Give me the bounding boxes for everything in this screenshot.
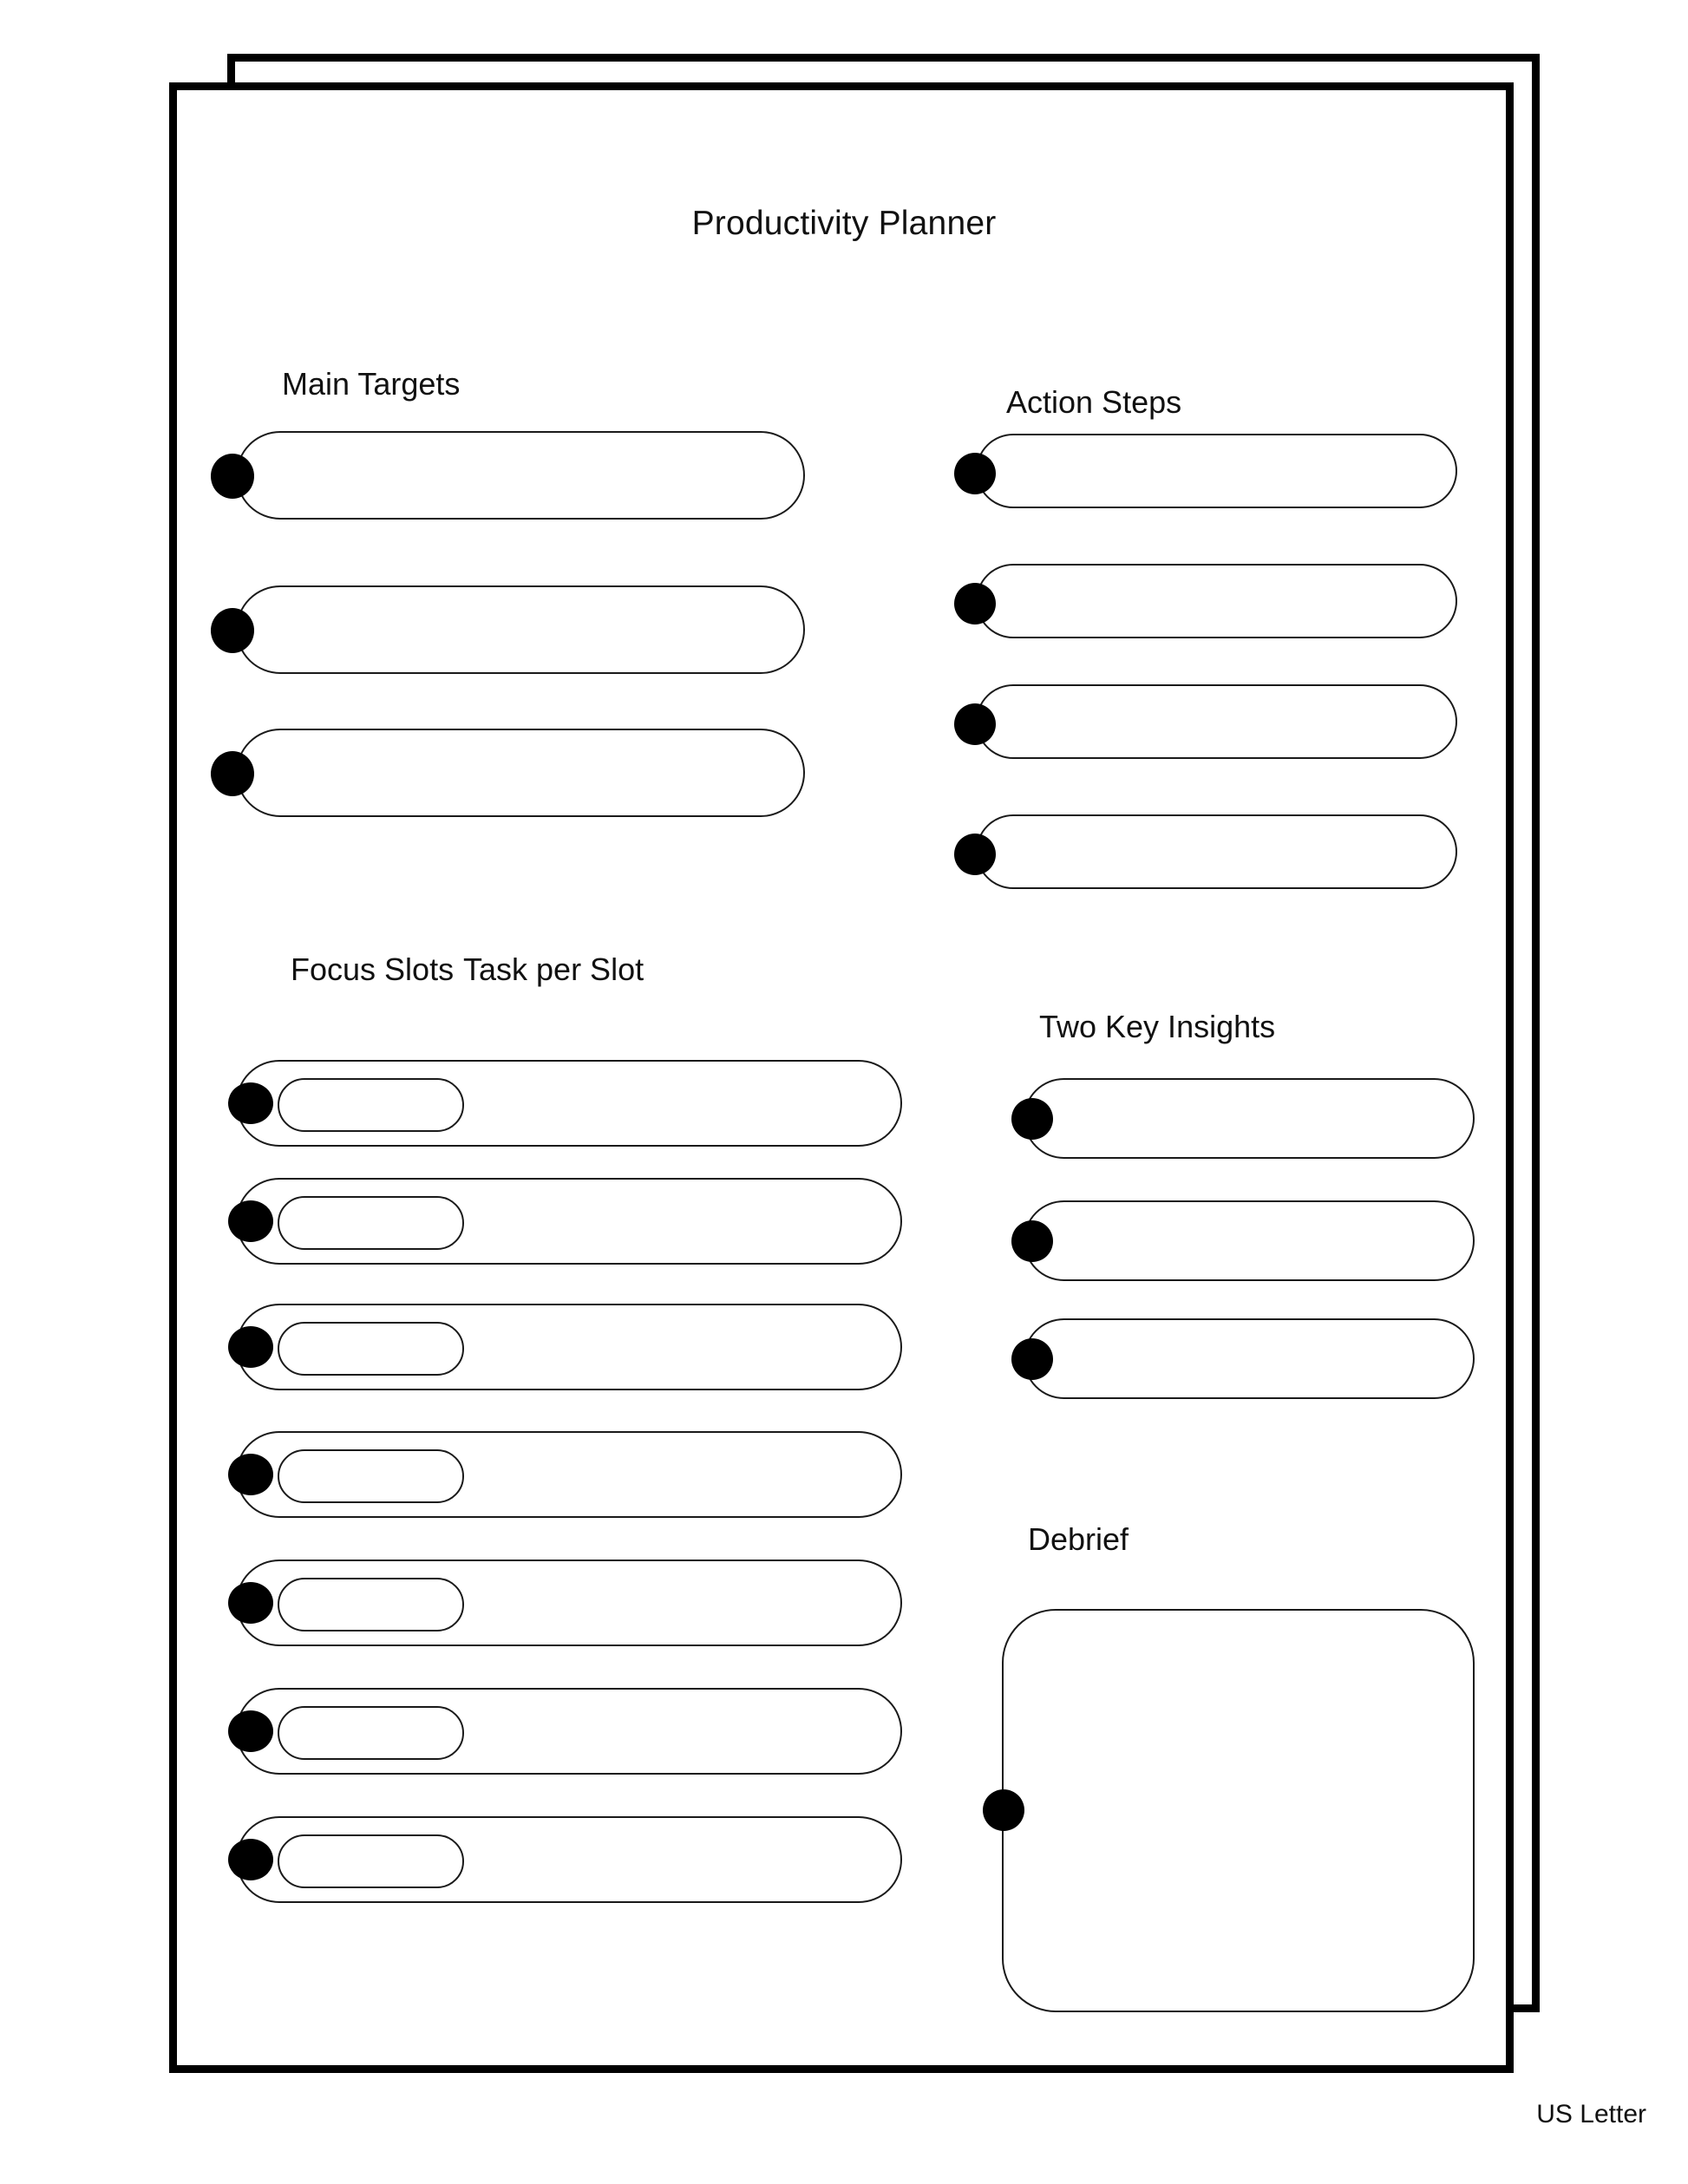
focus-slot-inner-pill-2[interactable]: [278, 1196, 464, 1250]
main-target-field-1[interactable]: [236, 431, 805, 520]
bullet-dot-icon: [954, 834, 996, 875]
main-target-pill-1[interactable]: [236, 431, 805, 520]
bullet-dot-icon: [228, 1082, 273, 1124]
bullet-dot-icon: [954, 583, 996, 624]
insight-pill-1[interactable]: [1024, 1078, 1475, 1159]
bullet-dot-icon: [1011, 1220, 1053, 1262]
insight-pill-2[interactable]: [1024, 1200, 1475, 1281]
bullet-dot-icon: [228, 1454, 273, 1495]
bullet-dot-icon: [954, 703, 996, 745]
action-step-field-3[interactable]: [976, 684, 1457, 759]
focus-slot-row-4[interactable]: [236, 1431, 902, 1518]
main-target-field-2[interactable]: [236, 585, 805, 674]
section-label-task-per-slot: Task per Slot: [463, 951, 644, 987]
paper-size-note: US Letter: [1536, 2100, 1646, 2128]
main-target-pill-3[interactable]: [236, 729, 805, 817]
bullet-dot-icon: [1011, 1338, 1053, 1380]
main-target-pill-2[interactable]: [236, 585, 805, 674]
focus-slot-inner-pill-5[interactable]: [278, 1578, 464, 1631]
debrief-textarea[interactable]: [1002, 1609, 1475, 2012]
focus-slot-inner-pill-1[interactable]: [278, 1078, 464, 1132]
section-label-action-steps: Action Steps: [1006, 384, 1182, 420]
focus-slot-inner-pill-6[interactable]: [278, 1706, 464, 1760]
action-step-pill-4[interactable]: [976, 814, 1457, 889]
page-title: Productivity Planner: [691, 205, 997, 242]
bullet-dot-icon: [228, 1200, 273, 1242]
bullet-dot-icon: [228, 1326, 273, 1368]
insight-field-2[interactable]: [1024, 1200, 1475, 1281]
focus-slot-outer-pill-4[interactable]: [236, 1431, 902, 1518]
section-label-two-key-insights: Two Key Insights: [1039, 1009, 1276, 1044]
bullet-dot-icon: [1011, 1098, 1053, 1140]
section-label-main-targets: Main Targets: [282, 366, 461, 402]
bullet-dot-icon: [228, 1710, 273, 1752]
bullet-dot-icon: [954, 453, 996, 494]
bullet-dot-icon: [211, 751, 254, 796]
bullet-dot-icon: [211, 608, 254, 653]
bullet-dot-icon: [228, 1582, 273, 1624]
focus-slot-inner-pill-4[interactable]: [278, 1449, 464, 1503]
action-step-field-2[interactable]: [976, 564, 1457, 638]
main-target-field-3[interactable]: [236, 729, 805, 817]
bullet-dot-icon: [228, 1839, 273, 1880]
action-step-pill-1[interactable]: [976, 434, 1457, 508]
action-step-pill-2[interactable]: [976, 564, 1457, 638]
focus-slot-inner-pill-7[interactable]: [278, 1834, 464, 1888]
bullet-dot-icon: [211, 454, 254, 499]
action-step-field-1[interactable]: [976, 434, 1457, 508]
insight-field-3[interactable]: [1024, 1318, 1475, 1399]
bullet-dot-icon: [983, 1789, 1024, 1831]
section-label-focus-slots: Focus Slots: [291, 951, 455, 987]
action-step-field-4[interactable]: [976, 814, 1457, 889]
section-label-debrief: Debrief: [1028, 1521, 1129, 1557]
focus-slot-inner-pill-3[interactable]: [278, 1322, 464, 1376]
insight-pill-3[interactable]: [1024, 1318, 1475, 1399]
action-step-pill-3[interactable]: [976, 684, 1457, 759]
insight-field-1[interactable]: [1024, 1078, 1475, 1159]
